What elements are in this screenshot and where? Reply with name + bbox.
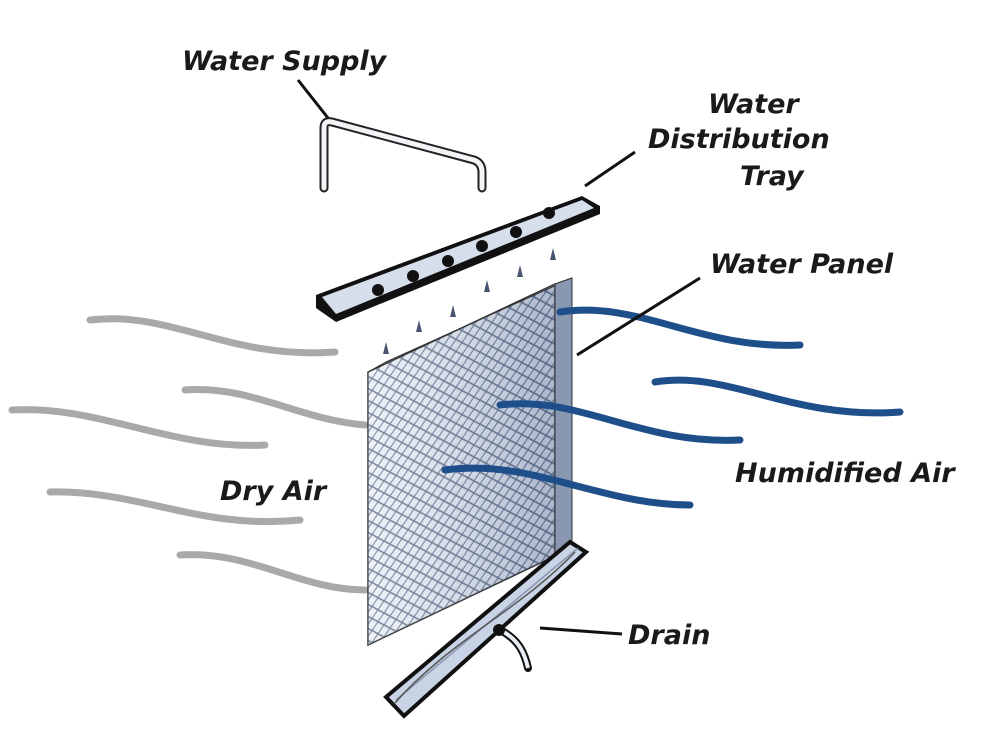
label-tray-3: Tray <box>740 161 805 192</box>
label-dry-air: Dry Air <box>220 476 328 507</box>
label-water-supply: Water Supply <box>182 46 388 77</box>
water-panel <box>367 277 573 647</box>
label-humidified-air: Humidified Air <box>735 458 956 489</box>
water-distribution-tray <box>316 196 600 322</box>
dry-air-streams <box>8 315 369 594</box>
label-water-panel: Water Panel <box>710 249 894 280</box>
label-drain: Drain <box>628 620 710 651</box>
drain-pipe <box>496 626 532 672</box>
drain-pan <box>383 539 590 719</box>
leader-lines <box>296 79 701 636</box>
label-tray-1: Water <box>708 89 800 120</box>
humidified-air-streams <box>441 306 904 509</box>
water-drips <box>383 248 556 354</box>
label-tray-2: Distribution <box>648 124 830 155</box>
